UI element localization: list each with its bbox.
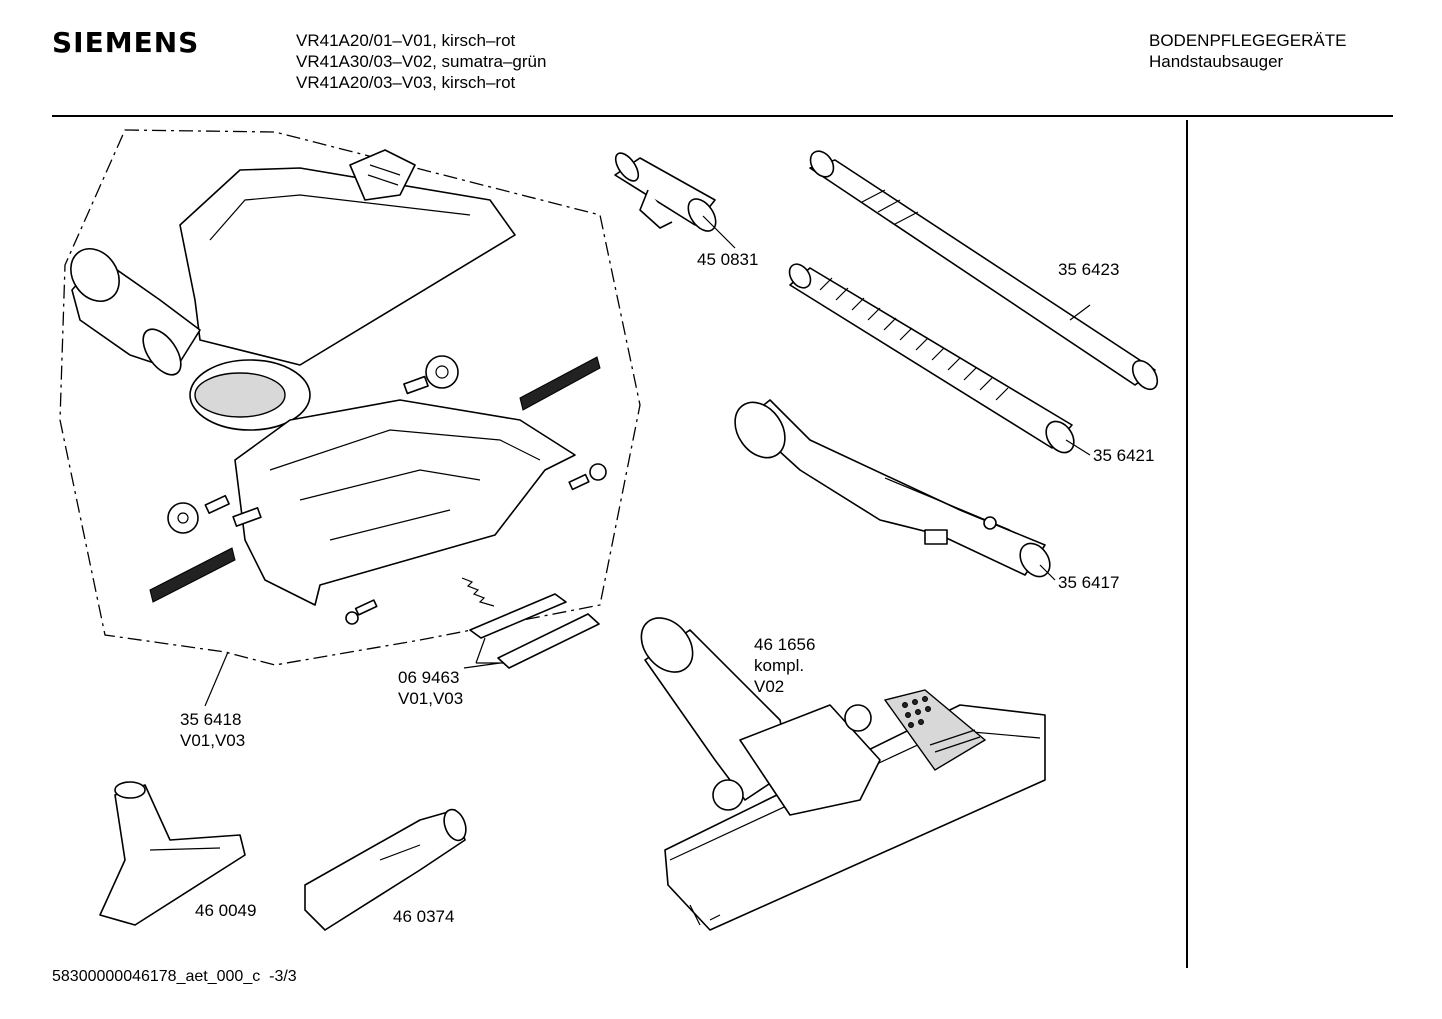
brand-logo: SIEMENS — [52, 26, 200, 59]
part-number-069463: 06 9463 — [398, 668, 460, 687]
part-number-461656: 46 1656 — [754, 635, 816, 654]
extension-tube-drawing — [809, 150, 1159, 391]
flexible-hose-drawing — [788, 263, 1091, 456]
part-label-450831: 45 0831 — [697, 250, 759, 269]
part-label-069463: 06 9463 V01,V03 — [398, 667, 463, 709]
part-label-460374: 46 0374 — [393, 907, 455, 926]
hose-clip-drawing — [614, 152, 736, 249]
part-variant-069463: V01,V03 — [398, 689, 464, 708]
part-label-460049: 46 0049 — [195, 901, 257, 920]
part-variant-461656: V02 — [754, 677, 785, 696]
category-subtitle: Handstaubsauger — [1149, 52, 1284, 71]
model-list: VR41A20/01–V01, kirsch–rot VR41A30/03–V0… — [296, 30, 546, 93]
part-variant-356418: V01,V03 — [180, 731, 246, 750]
part-label-356423: 35 6423 — [1058, 260, 1120, 279]
part-number-356418: 35 6418 — [180, 710, 242, 729]
pedal-dots — [902, 696, 931, 728]
side-divider — [1186, 120, 1188, 968]
leader-lines — [204, 651, 501, 707]
category-title: BODENPFLEGEGERÄTE — [1149, 31, 1347, 50]
sealing-strips-drawing — [469, 593, 600, 669]
footer-drawing-id: 58300000046178_aet_000_c -3/3 — [52, 968, 297, 986]
header-divider — [52, 115, 1393, 117]
part-label-461656: 46 1656 kompl. V02 — [754, 634, 815, 697]
upholstery-nozzle-drawing — [99, 781, 246, 926]
curved-handle-drawing — [734, 399, 1056, 581]
part-label-356421: 35 6421 — [1093, 446, 1155, 465]
category-block: BODENPFLEGEGERÄTE Handstaubsauger — [1149, 30, 1346, 72]
model-line-3: VR41A20/03–V03, kirsch–rot — [296, 73, 516, 92]
part-note-461656: kompl. — [754, 656, 805, 675]
floor-brush-drawing — [640, 617, 1046, 931]
model-line-2: VR41A30/03–V02, sumatra–grün — [296, 52, 547, 71]
part-label-356418: 35 6418 V01,V03 — [180, 709, 245, 751]
crevice-tool-drawing — [304, 808, 467, 931]
page-indicator: -3/3 — [269, 968, 297, 985]
drawing-id: 58300000046178_aet_000_c — [52, 968, 261, 985]
part-label-356417: 35 6417 — [1058, 573, 1120, 592]
floor-nozzle-assembly-drawing — [70, 149, 607, 625]
assembly-boundary — [59, 129, 641, 666]
model-line-1: VR41A20/01–V01, kirsch–rot — [296, 31, 516, 50]
